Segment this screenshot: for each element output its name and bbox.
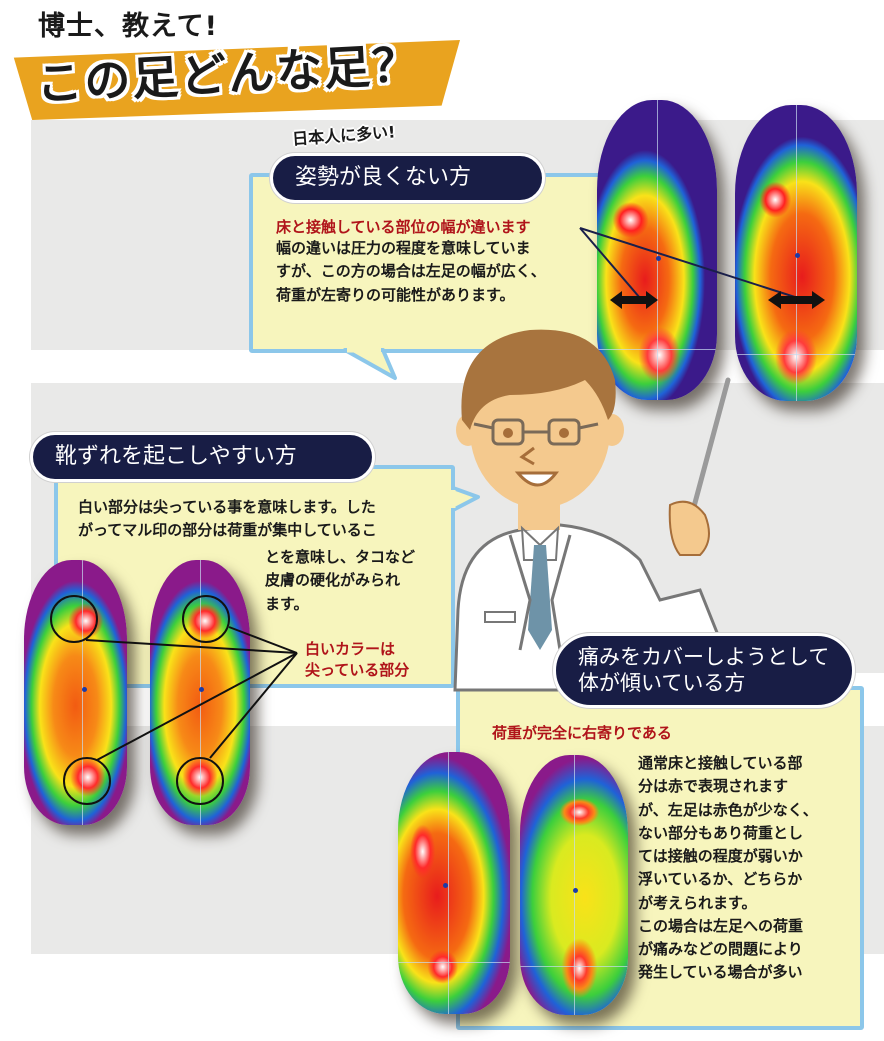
section-3-heading: 痛みをカバーしようとして 体が傾いている方 xyxy=(553,633,855,708)
section-1-highlight: 床と接触している部位の幅が違います xyxy=(276,218,531,236)
section-3-line-4: ない部分もあり荷重とし xyxy=(638,823,804,842)
pressure-circle xyxy=(176,757,224,805)
section-2-line-3: とを意味し、タコなど xyxy=(265,548,416,566)
foot-heatmap-3-right xyxy=(520,755,628,1015)
section-2-callout: 白いカラーは 尖っている部分 xyxy=(305,638,409,680)
section-1-line-2: すが、この方の場合は左足の幅が広く、 xyxy=(276,262,546,281)
section-2-line-5: ます。 xyxy=(265,594,309,613)
section-3-heading-line-1: 痛みをカバーしようとして xyxy=(578,645,830,669)
section-2-heading: 靴ずれを起こしやすい方 xyxy=(30,432,375,482)
section-3-line-7: が考えられます。 xyxy=(638,893,757,912)
section-3-line-1: 通常床と接触している部 xyxy=(638,754,803,772)
section-2-line-2: がってマル印の部分は荷重が集中しているこ xyxy=(78,521,377,540)
section-3-line-10: 発生している場合が多い xyxy=(638,963,803,982)
section-3-line-3: が、左足は赤色が少なく、 xyxy=(638,800,818,819)
foot-heatmap-3-left xyxy=(398,752,510,1014)
section-1-heading: 姿勢が良くない方 xyxy=(270,153,545,203)
section-3-line-6: 浮いているか、どちらか xyxy=(638,870,803,889)
section-3-highlight: 荷重が完全に右寄りである xyxy=(492,724,672,742)
section-3-line-8: この場合は左足への荷重 xyxy=(638,916,804,935)
page-subtitle: 博士、教えて! xyxy=(38,11,218,42)
section-2-text-cont: とを意味し、タコなど 皮膚の硬化がみられ ます。 xyxy=(265,546,415,616)
section-3-highlight-wrap: 荷重が完全に右寄りである xyxy=(492,722,672,743)
section-1-line-3: 荷重が左寄りの可能性があります。 xyxy=(276,285,515,304)
pressure-circle xyxy=(50,595,98,643)
section-3-line-5: ては接触の程度が弱いか xyxy=(638,847,803,865)
section-2-callout-line-2: 尖っている部分 xyxy=(305,661,410,679)
section-1-text: 床と接触している部位の幅が違います 幅の違いは圧力の程度を意味していま すが、こ… xyxy=(276,216,546,307)
section-2-line-1: 白い部分は尖っている事を意味します。した xyxy=(78,498,376,516)
section-2-callout-line-1: 白いカラーは xyxy=(305,640,396,658)
section-3-heading-line-2: 体が傾いている方 xyxy=(578,671,746,696)
section-1-line-1: 幅の違いは圧力の程度を意味していま xyxy=(276,239,531,257)
section-3-line-2: 分は赤で表現されます xyxy=(638,777,789,796)
section-3-text: 通常床と接触している部 分は赤で表現されます が、左足は赤色が少なく、 ない部分… xyxy=(638,752,818,985)
section-2-line-4: 皮膚の硬化がみられ xyxy=(265,571,401,590)
section-3-line-9: が痛みなどの問題により xyxy=(638,940,803,958)
section-2-text: 白い部分は尖っている事を意味します。した がってマル印の部分は荷重が集中している… xyxy=(78,496,377,543)
foot-heatmap-1-left xyxy=(597,100,717,400)
pressure-circle xyxy=(182,595,230,643)
pressure-circle xyxy=(63,757,111,805)
foot-heatmap-1-right xyxy=(735,105,857,401)
